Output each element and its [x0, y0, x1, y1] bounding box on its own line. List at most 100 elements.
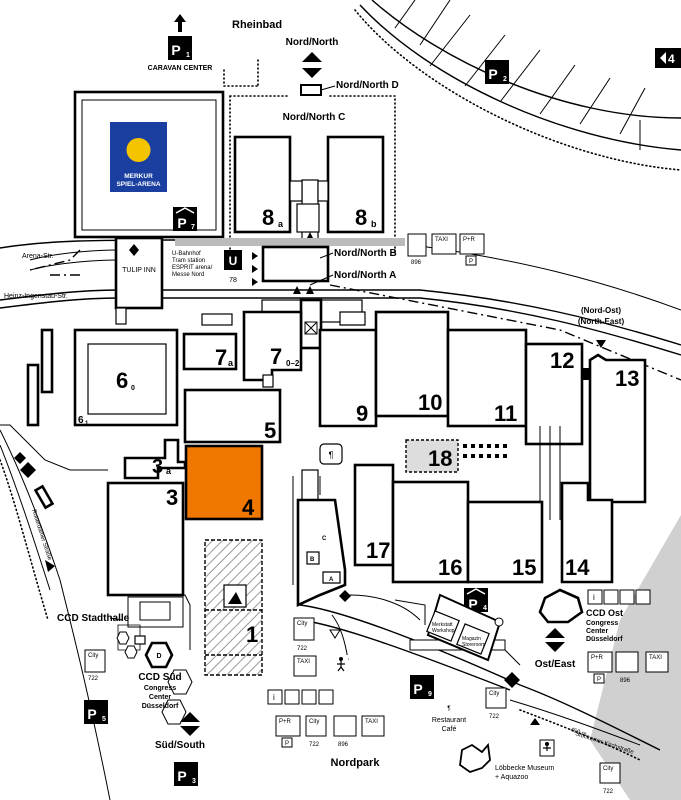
ubahn-station[interactable]: U-Bahnhof Tram station ESPRIT arena/ Mes… — [172, 250, 258, 286]
svg-text:P+R: P+R — [463, 237, 476, 243]
hall-6[interactable] — [73, 328, 179, 427]
northeast-label-1: (Nord-Ost) — [581, 306, 621, 315]
svg-text:896: 896 — [620, 678, 631, 684]
svg-text:P+R: P+R — [591, 655, 604, 661]
svg-text:City: City — [297, 621, 307, 627]
transport-center-bottom: P+R P City 722 896 TAXI — [275, 715, 385, 748]
bus-stop-bottom: City 722 — [485, 687, 507, 720]
hall-9[interactable] — [318, 328, 378, 428]
hall-3[interactable] — [106, 481, 185, 597]
svg-text:U: U — [229, 254, 238, 268]
hall-10[interactable] — [374, 310, 450, 418]
hall-6-1[interactable]: 6 — [78, 415, 84, 426]
ccd-sued-label: CCD Süd — [138, 672, 181, 683]
north-c-label: Nord/North C — [283, 112, 346, 123]
svg-text:City: City — [88, 653, 98, 659]
service-icons-center: i — [267, 689, 334, 705]
building-c[interactable] — [296, 498, 347, 608]
svg-text:P: P — [468, 596, 477, 612]
svg-text:i: i — [273, 693, 275, 702]
svg-text:13: 13 — [615, 366, 639, 391]
north-arrow-icon — [302, 52, 322, 78]
parking-p5[interactable]: P 5 — [84, 700, 108, 724]
svg-text:722: 722 — [297, 646, 308, 652]
svg-text:1: 1 — [246, 622, 258, 647]
svg-text:P: P — [177, 215, 186, 231]
svg-text:Storeroom: Storeroom — [462, 642, 485, 648]
svg-text:A: A — [329, 577, 334, 583]
ccd-ost[interactable] — [538, 588, 584, 624]
svg-text:a: a — [166, 466, 172, 476]
hall-16[interactable] — [391, 480, 470, 584]
pedestrian-icon — [334, 655, 348, 672]
parking-p9[interactable]: P 9 — [410, 675, 434, 699]
restaurant-label: Restaurant — [432, 717, 466, 724]
parking-p1[interactable]: P 1 — [168, 14, 192, 60]
parking-p3[interactable]: P 3 — [174, 762, 198, 786]
hall-8a[interactable] — [233, 135, 292, 234]
svg-text:C: C — [322, 536, 327, 542]
svg-text:Center: Center — [149, 694, 171, 701]
svg-text:TAXI: TAXI — [435, 237, 448, 243]
svg-text:¶: ¶ — [447, 705, 451, 712]
hall-14[interactable] — [560, 481, 614, 584]
tulip-inn[interactable] — [114, 236, 164, 310]
svg-text:8: 8 — [355, 205, 367, 230]
parking-p7[interactable]: P 7 — [173, 207, 197, 231]
svg-text:7: 7 — [215, 345, 227, 370]
museum-building[interactable] — [459, 742, 491, 773]
entrance-north-b[interactable] — [261, 245, 330, 283]
svg-text:5: 5 — [264, 418, 276, 443]
parking-p2[interactable]: P 2 — [485, 60, 509, 84]
hall-12[interactable] — [524, 342, 584, 446]
svg-text:78: 78 — [229, 277, 237, 284]
hall-18[interactable] — [405, 439, 459, 473]
arena-logo-line2: SPIEL-ARENA — [116, 181, 160, 188]
svg-text:722: 722 — [489, 714, 500, 720]
svg-text:Düsseldorf: Düsseldorf — [142, 703, 179, 710]
north-label: Nord/North — [286, 37, 339, 48]
svg-text:Messe Nord: Messe Nord — [172, 272, 204, 278]
svg-text:12: 12 — [550, 348, 574, 373]
svg-text:Congress: Congress — [144, 685, 176, 692]
svg-text:3: 3 — [166, 485, 178, 510]
svg-text:P: P — [285, 741, 289, 747]
hall-8b[interactable] — [326, 135, 385, 234]
nordpark-label: Nordpark — [331, 757, 381, 769]
hall-15[interactable] — [466, 500, 544, 584]
svg-text:9: 9 — [356, 401, 368, 426]
svg-text:P: P — [177, 768, 186, 784]
svg-text:4: 4 — [668, 52, 675, 66]
parking-edge-4[interactable]: 4 — [655, 48, 681, 68]
svg-text:City: City — [309, 719, 319, 725]
svg-text:P: P — [87, 706, 96, 722]
hall-3a[interactable] — [123, 438, 187, 480]
hall-7a[interactable] — [182, 332, 238, 371]
svg-text:P: P — [469, 259, 473, 265]
rotterdamer-label: Rotterdamer Straße — [30, 509, 52, 562]
bus-stop-left: City 722 — [84, 649, 106, 682]
hall-5[interactable] — [183, 388, 282, 444]
svg-text:17: 17 — [366, 538, 390, 563]
svg-text:P: P — [171, 42, 180, 58]
hall-4[interactable] — [184, 444, 264, 521]
svg-text:Center: Center — [586, 628, 608, 635]
svg-text:Tram station: Tram station — [172, 258, 205, 264]
svg-text:Magazin: Magazin — [462, 636, 481, 642]
transport-east: P+R P 896 TAXI — [587, 651, 669, 684]
hall-7[interactable] — [242, 310, 303, 382]
east-label: Ost/East — [535, 659, 576, 670]
svg-text:14: 14 — [565, 555, 590, 580]
svg-text:1: 1 — [186, 52, 190, 59]
caravan-center-label: CARAVAN CENTER — [148, 65, 213, 72]
svg-text:Café: Café — [442, 726, 457, 733]
svg-text:Düsseldorf: Düsseldorf — [586, 636, 623, 643]
svg-text:1: 1 — [85, 421, 89, 427]
svg-text:722: 722 — [309, 742, 320, 748]
hall-d[interactable] — [144, 641, 174, 669]
svg-text:TAXI: TAXI — [297, 659, 310, 665]
svg-text:7: 7 — [270, 344, 282, 369]
ccd-stadthalle-label: CCD Stadthalle — [57, 613, 130, 624]
svg-text:B: B — [310, 557, 315, 563]
